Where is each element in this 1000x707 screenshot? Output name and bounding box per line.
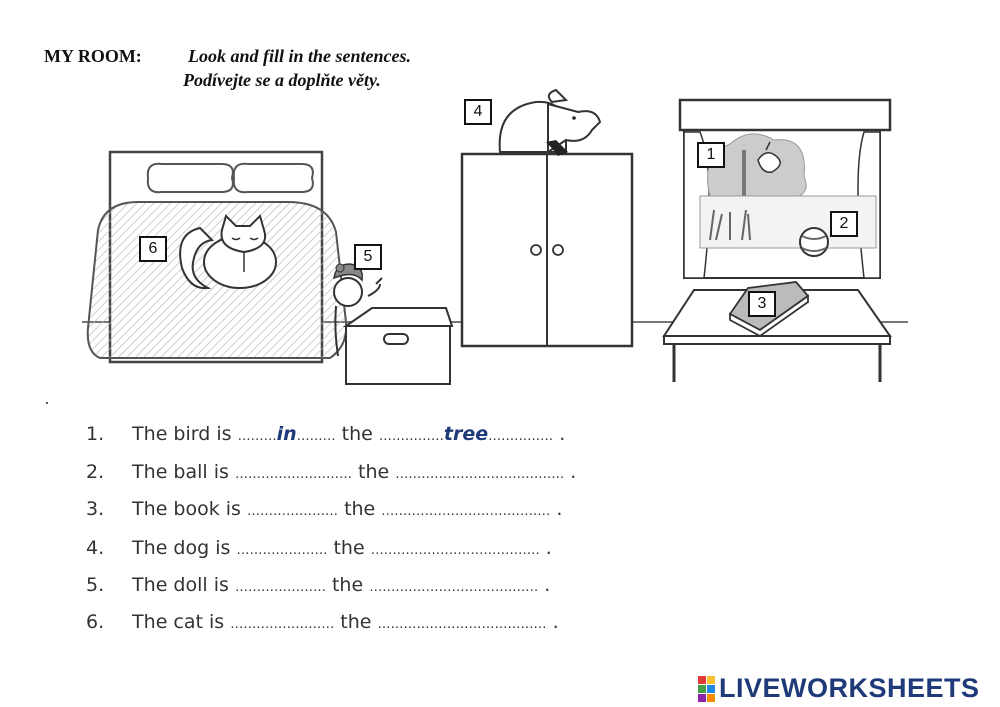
answer-input-6a[interactable]: ……………………	[230, 617, 335, 632]
sentence-the: the	[340, 611, 372, 633]
sentence-period: .	[545, 537, 552, 559]
sentence-the: the	[333, 537, 365, 559]
answer-input-6b[interactable]: …………………………………	[377, 617, 547, 632]
label-box-1: 1	[697, 142, 725, 168]
answer-input-2a[interactable]: ………………………	[234, 467, 352, 482]
cat-icon	[179, 214, 277, 290]
sentence-subject: The bird is	[132, 423, 232, 445]
sentence-the: the	[344, 498, 376, 520]
sentence-the: the	[358, 461, 390, 483]
answer-input-4b[interactable]: …………………………………	[370, 543, 540, 558]
instruction-english: Look and fill in the sentences.	[188, 46, 412, 66]
logo-block	[707, 684, 715, 693]
sentence-number: 5.	[86, 574, 105, 596]
wardrobe-icon	[460, 152, 634, 348]
sentence-period: .	[570, 461, 577, 483]
sentence-period: .	[556, 498, 563, 520]
sentence-number: 3.	[86, 498, 105, 520]
answer-input-3a[interactable]: …………………	[247, 504, 339, 519]
answer-input-4a[interactable]: …………………	[236, 543, 328, 558]
answer-input-1a[interactable]: in	[276, 423, 297, 445]
sentence-subject: The doll is	[132, 574, 229, 596]
bird-icon	[757, 141, 781, 173]
logo-block	[707, 675, 715, 684]
sentence-4: 4. The dog is ………………… the ………………………………… …	[86, 537, 552, 559]
page-title: MY ROOM:	[44, 46, 142, 66]
window-icon	[678, 98, 892, 279]
answer-input-1b[interactable]: tree	[443, 423, 489, 445]
ball-icon	[799, 227, 829, 257]
logo-block	[698, 675, 706, 684]
label-box-4: 4	[464, 99, 492, 125]
sentence-period: .	[544, 574, 551, 596]
liveworksheets-logo[interactable]: LIVEWORKSHEETS	[698, 673, 980, 704]
label-box-3: 3	[748, 291, 776, 317]
sentence-5: 5. The doll is ………………… the ……………………………………	[86, 574, 550, 596]
sentence-subject: The cat is	[132, 611, 225, 633]
sentence-6: 6. The cat is …………………… the ……………………………………	[86, 611, 559, 633]
sentence-number: 4.	[86, 537, 105, 559]
room-illustration	[82, 88, 908, 385]
sentence-period: .	[552, 611, 559, 633]
box-icon	[342, 307, 454, 385]
sentence-number: 6.	[86, 611, 105, 633]
sentence-3: 3. The book is ………………… the ……………………………………	[86, 498, 562, 520]
answer-input-5b[interactable]: …………………………………	[369, 580, 539, 595]
answer-input-5a[interactable]: …………………	[234, 580, 326, 595]
logo-block	[707, 693, 715, 702]
sentence-subject: The dog is	[132, 537, 231, 559]
brand-name: LIVEWORKSHEETS	[719, 673, 980, 703]
sentence-period: .	[559, 423, 566, 445]
logo-blocks-icon	[698, 675, 715, 702]
sentence-the: the	[331, 574, 364, 596]
dog-icon	[498, 88, 602, 156]
instruction-czech: Podívejte se a doplňte věty.	[183, 70, 381, 90]
sentence-the: the	[341, 423, 373, 445]
sentence-number: 1.	[86, 423, 105, 445]
label-box-6: 6	[139, 236, 167, 262]
answer-input-3b[interactable]: …………………………………	[381, 504, 551, 519]
sentence-number: 2.	[86, 461, 105, 483]
sentence-1: 1. The bird is ………in……… the ……………tree…………	[86, 423, 566, 445]
sentence-subject: The book is	[132, 498, 241, 520]
label-box-2: 2	[830, 211, 858, 237]
answer-input-2b[interactable]: …………………………………	[395, 467, 565, 482]
sentence-2: 2. The ball is ……………………… the ………………………………	[86, 461, 576, 483]
stray-dot	[46, 402, 48, 404]
sentence-subject: The ball is	[132, 461, 229, 483]
logo-block	[698, 693, 706, 702]
logo-block	[698, 684, 706, 693]
label-box-5: 5	[354, 244, 382, 270]
